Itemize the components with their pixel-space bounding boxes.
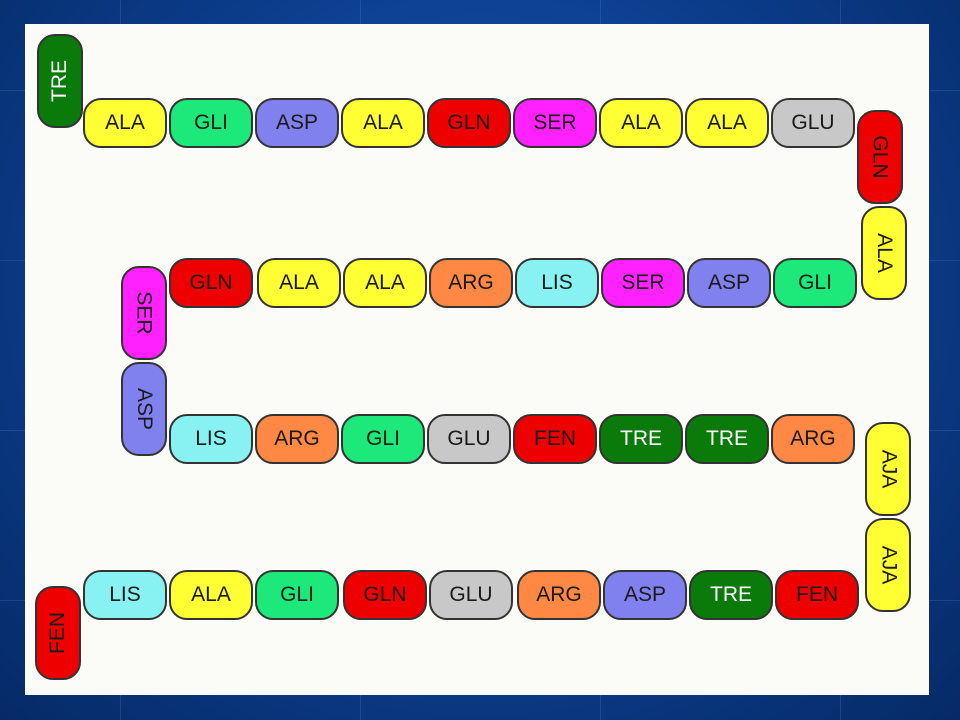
residue-arg: ARG [429, 258, 513, 308]
residue-fen: FEN [513, 414, 597, 464]
residue-asp: ASP [121, 362, 167, 456]
residue-ser: SER [121, 266, 167, 360]
residue-lis: LIS [169, 414, 253, 464]
residue-gli: GLI [773, 258, 857, 308]
residue-ser: SER [601, 258, 685, 308]
residue-gli: GLI [255, 570, 339, 620]
residue-aja: AJA [865, 422, 911, 516]
residue-fen: FEN [35, 586, 81, 680]
residue-arg: ARG [517, 570, 601, 620]
residue-arg: ARG [255, 414, 339, 464]
residue-aja: AJA [865, 518, 911, 612]
amino-acid-chain-diagram: TRE ALA GLI ASP ALA GLN SER ALA ALA GLU … [25, 24, 929, 695]
residue-ala: ALA [257, 258, 341, 308]
residue-gli: GLI [341, 414, 425, 464]
residue-ala: ALA [685, 98, 769, 148]
residue-glu: GLU [429, 570, 513, 620]
residue-tre: TRE [685, 414, 769, 464]
residue-tre: TRE [689, 570, 773, 620]
residue-ala: ALA [861, 206, 907, 300]
residue-ala: ALA [169, 570, 253, 620]
residue-gln: GLN [343, 570, 427, 620]
residue-ala: ALA [599, 98, 683, 148]
residue-gln: GLN [857, 110, 903, 204]
residue-fen: FEN [775, 570, 859, 620]
residue-ala: ALA [341, 98, 425, 148]
residue-gln: GLN [427, 98, 511, 148]
residue-asp: ASP [687, 258, 771, 308]
residue-ser: SER [513, 98, 597, 148]
residue-ala: ALA [83, 98, 167, 148]
residue-glu: GLU [427, 414, 511, 464]
residue-arg: ARG [771, 414, 855, 464]
residue-gli: GLI [169, 98, 253, 148]
residue-lis: LIS [83, 570, 167, 620]
residue-ala: ALA [343, 258, 427, 308]
residue-tre: TRE [37, 34, 83, 128]
residue-tre: TRE [599, 414, 683, 464]
residue-glu: GLU [771, 98, 855, 148]
residue-asp: ASP [603, 570, 687, 620]
residue-gln: GLN [169, 258, 253, 308]
residue-asp: ASP [255, 98, 339, 148]
residue-lis: LIS [515, 258, 599, 308]
